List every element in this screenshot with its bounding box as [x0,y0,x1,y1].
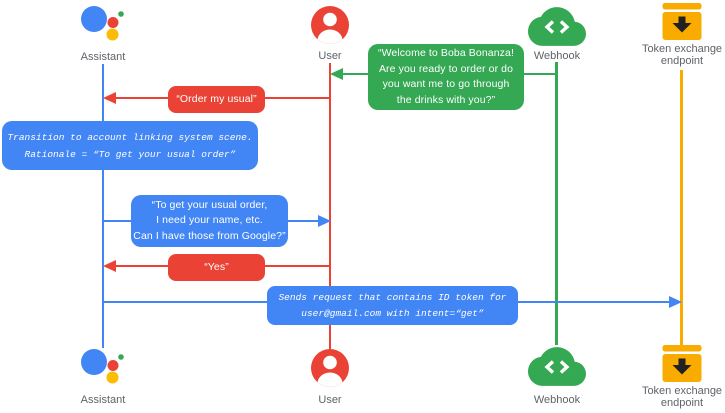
message-bubble-ask-google: “To get your usual order, I need your na… [131,195,288,247]
token-endpoint-box-icon [662,3,702,40]
webhook-cloud-icon [528,7,586,46]
token-endpoint-lifeline [680,70,683,345]
webhook-cloud-icon [528,347,586,386]
arrow-user-to-assistant-head-1 [103,92,116,104]
token-endpoint-box-icon [662,345,702,382]
arrow-assistant-to-user-head [318,215,331,227]
assistant-label: Assistant [80,394,126,406]
note-transition-account-linking: Transition to account linking system sce… [2,121,258,170]
arrow-assistant-to-token-endpoint-head [669,296,682,308]
token-endpoint-label: Token exchange endpoint [641,43,723,67]
webhook-label: Webhook [533,50,581,62]
arrow-user-to-assistant-head-2 [103,260,116,272]
user-icon [311,6,349,44]
note-sends-id-token-request: Sends request that contains ID token for… [267,286,518,325]
token-endpoint-label: Token exchange endpoint [641,385,723,409]
user-label: User [318,394,342,406]
webhook-lifeline [555,62,558,345]
user-label: User [318,50,342,62]
webhook-label: Webhook [533,394,581,406]
message-bubble-order-my-usual: “Order my usual” [168,86,265,113]
assistant-icon [81,349,124,384]
assistant-lifeline [102,64,104,348]
assistant-label: Assistant [80,51,126,63]
user-lifeline [329,63,331,350]
arrow-webhook-to-user-head [330,68,343,80]
user-icon [311,349,349,387]
message-bubble-yes: “Yes” [168,254,265,281]
message-bubble-welcome: “Welcome to Boba Bonanza! Are you ready … [368,44,524,110]
assistant-icon [81,6,124,41]
